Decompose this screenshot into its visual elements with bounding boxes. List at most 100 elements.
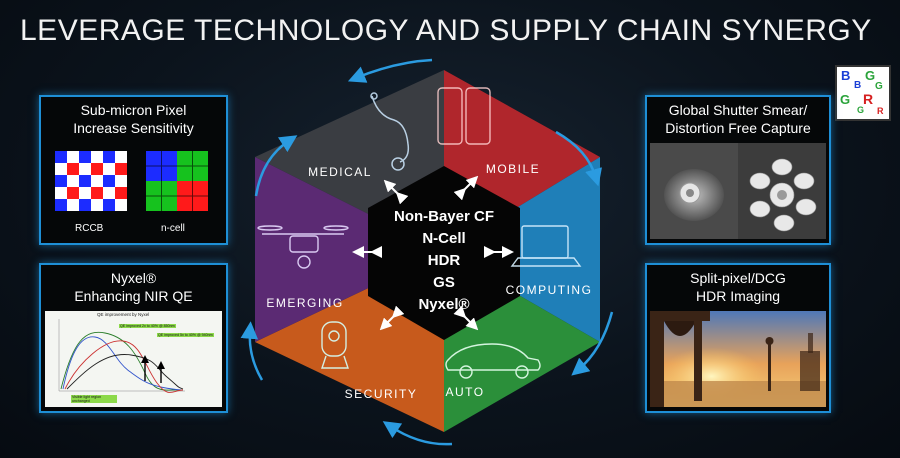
rccb-pixel (55, 175, 67, 187)
qe-note: Visible light region unchanged (71, 395, 117, 403)
label-medical: MEDICAL (308, 165, 372, 179)
rccb-pixel (91, 175, 103, 187)
qe-note: QE improved 5x to 40% @ 940nm (157, 333, 214, 337)
rccb-pixel (79, 151, 91, 163)
label-security: SECURITY (344, 387, 418, 401)
qe-chart-lines (58, 319, 185, 393)
hdr-panel: Split-pixel/DCG HDR Imaging (645, 263, 831, 413)
smartphone-icon (437, 87, 491, 145)
logo-letter: B (854, 80, 862, 91)
heading-line: Enhancing NIR QE (74, 288, 193, 304)
shutter-comparison-image (650, 143, 826, 239)
heading-line: Nyxel® (110, 270, 157, 286)
global-shutter-panel: Global Shutter Smear/ Distortion Free Ca… (645, 95, 831, 245)
rccb-pixel (103, 199, 115, 211)
page-title: LEVERAGE TECHNOLOGY AND SUPPLY CHAIN SYN… (20, 14, 872, 47)
rccb-pixel (103, 187, 115, 199)
rccb-pixel (91, 151, 103, 163)
rccb-pattern (55, 151, 127, 211)
rccb-pixel (67, 151, 79, 163)
arrow-medical (383, 179, 409, 205)
center-item: N-Cell (422, 230, 466, 247)
rccb-pixel (115, 199, 127, 211)
sub-micron-pixel-panel: Sub-micron Pixel Increase Sensitivity RC… (39, 95, 228, 245)
arrow-mobile (453, 175, 479, 201)
rccb-pixel (115, 175, 127, 187)
rccb-pixel (79, 163, 91, 175)
heading-line: HDR Imaging (695, 288, 781, 304)
qe-chart-title: QE improvement by Nyxel (97, 312, 150, 317)
heading-line: Sub-micron Pixel (80, 102, 187, 118)
stethoscope-icon (370, 92, 410, 171)
logo-letter: G (875, 81, 883, 92)
center-item: GS (433, 274, 455, 291)
rccb-pixel (67, 175, 79, 187)
rccb-pixel (103, 163, 115, 175)
nyxel-panel: Nyxel® Enhancing NIR QE QE improvement b… (39, 263, 228, 413)
rccb-pixel (91, 163, 103, 175)
center-technology-list: Non-Bayer CF N-Cell HDR GS Nyxel® (358, 206, 530, 316)
segment-emerging (255, 157, 444, 342)
rccb-pixel (67, 199, 79, 211)
heading-line: Global Shutter Smear/ (668, 102, 808, 118)
rccb-pixel (91, 187, 103, 199)
rccb-pixel (115, 163, 127, 175)
rccb-pixel (55, 163, 67, 175)
cycle-arrow (571, 311, 614, 376)
panel-heading: Nyxel® Enhancing NIR QE (41, 265, 226, 305)
heading-line: Split-pixel/DCG (690, 270, 786, 286)
cycle-arrow (382, 421, 453, 446)
security-camera-icon (321, 321, 349, 369)
qe-chart: QE improvement by Nyxel QE improved 2x t… (45, 311, 222, 407)
cycle-arrow (240, 321, 264, 381)
laptop-icon (510, 225, 582, 267)
center-item: Non-Bayer CF (393, 208, 494, 225)
logo-letter: B (841, 68, 851, 83)
cycle-arrows (240, 58, 614, 446)
hdr-venice-image (650, 311, 826, 407)
logo-letter: G (840, 92, 851, 107)
panel-heading: Split-pixel/DCG HDR Imaging (647, 265, 829, 305)
logo-letter: G (857, 105, 865, 115)
arrow-auto (453, 305, 479, 331)
bayer-logo: B G B G G R G R (835, 65, 891, 121)
rccb-pixel (115, 187, 127, 199)
label-emerging: EMERGING (266, 296, 344, 310)
ncell-pattern (146, 151, 208, 211)
drone-icon (257, 225, 349, 269)
label-auto: AUTO (445, 385, 485, 399)
rccb-pixel (67, 187, 79, 199)
panel-heading: Global Shutter Smear/ Distortion Free Ca… (647, 97, 829, 137)
qe-note: QE improved 2x to 40% @ 850nm (119, 324, 176, 328)
cycle-arrow (555, 130, 603, 187)
rccb-caption: RCCB (75, 223, 104, 234)
rccb-pixel (79, 187, 91, 199)
panel-heading: Sub-micron Pixel Increase Sensitivity (41, 97, 226, 137)
rccb-pixel (67, 163, 79, 175)
center-hexagon (368, 166, 520, 340)
rccb-pixel (55, 151, 67, 163)
rccb-pixel (79, 175, 91, 187)
cycle-arrow (347, 58, 433, 83)
rccb-pixel (55, 199, 67, 211)
rccb-pixel (55, 187, 67, 199)
center-arrows (352, 175, 514, 331)
heading-line: Distortion Free Capture (665, 120, 811, 136)
cycle-arrow (254, 135, 298, 197)
label-mobile: MOBILE (485, 162, 541, 176)
rccb-pixel (115, 151, 127, 163)
heading-line: Increase Sensitivity (73, 120, 194, 136)
rccb-pixel (91, 199, 103, 211)
rccb-pixel (103, 175, 115, 187)
logo-letter: R (877, 106, 884, 116)
label-computing: COMPUTING (505, 283, 593, 297)
rccb-pixel (79, 199, 91, 211)
logo-letter: G (865, 68, 876, 83)
ncell-caption: n-cell (161, 223, 185, 234)
rccb-pixel (103, 151, 115, 163)
center-item: Nyxel® (418, 296, 470, 313)
car-icon (445, 343, 541, 379)
center-item: HDR (427, 252, 461, 269)
logo-letter: R (863, 91, 874, 107)
